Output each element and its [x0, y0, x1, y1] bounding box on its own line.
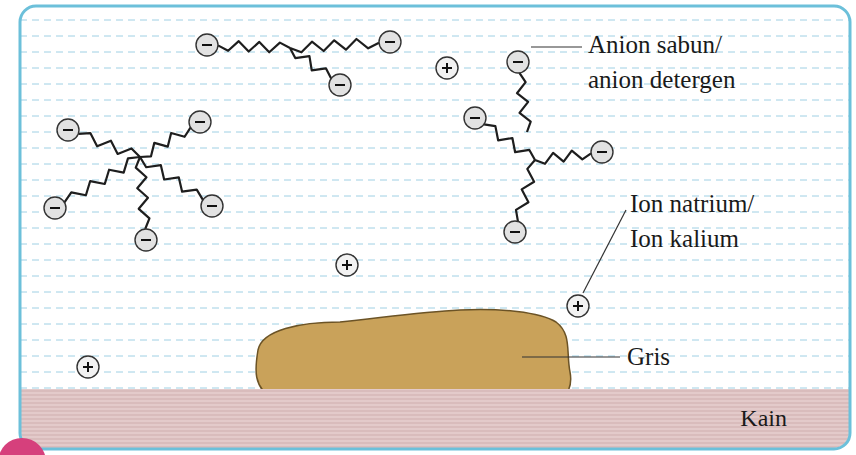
leader-line [531, 46, 582, 47]
minus-sign [202, 44, 212, 46]
ionic-head [329, 74, 351, 96]
plus-sign [83, 362, 93, 372]
anion-circle [507, 51, 529, 73]
ionic-head [507, 51, 529, 73]
ionic-head [591, 141, 613, 163]
ionic-head [464, 107, 486, 129]
water-line [20, 52, 850, 53]
minus-sign [513, 61, 523, 63]
anion-circle [591, 141, 613, 163]
anion-circle [189, 111, 211, 133]
water-line [20, 100, 850, 101]
minus-sign [63, 129, 73, 131]
cation-circle [77, 356, 99, 378]
hydrocarbon-tail [535, 151, 591, 164]
water-ground [20, 6, 850, 449]
cation-label: Ion natrium/ Ion kalium [630, 186, 780, 256]
water-line [20, 132, 850, 133]
anion-circle [379, 31, 401, 53]
anion-circle [329, 74, 351, 96]
cation [567, 295, 589, 317]
water-line [20, 308, 850, 309]
grease-label: Gris [627, 339, 747, 374]
minus-sign [141, 239, 151, 241]
anion-label: Anion sabun/ anion detergen [588, 27, 768, 97]
hydrocarbon-tail [218, 41, 290, 52]
anion-circle [44, 197, 66, 219]
cation-circle [567, 295, 589, 317]
anion-circle [57, 119, 79, 141]
plus-sign [442, 63, 452, 73]
ionic-head [201, 195, 223, 217]
water-line [20, 36, 850, 37]
soap-anions [44, 31, 613, 251]
water-line [20, 276, 850, 277]
water-line [20, 20, 850, 21]
ionic-head [57, 119, 79, 141]
ionic-head [196, 34, 218, 56]
minus-sign [50, 207, 60, 209]
anion-circle [135, 229, 157, 251]
plus-sign [573, 301, 583, 311]
anion-circle [201, 195, 223, 217]
ionic-head [189, 111, 211, 133]
cation [436, 57, 458, 79]
hydrocarbon-tail [78, 133, 140, 157]
anion-circle [464, 107, 486, 129]
water-line [20, 292, 850, 293]
panel-border [20, 6, 850, 449]
minus-sign [207, 205, 217, 207]
water-line [20, 116, 850, 117]
hydrocarbon-tail [484, 124, 535, 160]
cation-circle [336, 254, 358, 276]
anion-circle [504, 221, 526, 243]
hydrocarbon-tail [290, 39, 379, 52]
plus-sign [342, 260, 352, 270]
water-line [20, 148, 850, 149]
ionic-head [135, 229, 157, 251]
minus-sign [597, 151, 607, 153]
minus-sign [510, 231, 520, 233]
hydrocarbon-tail [136, 157, 150, 229]
cation [77, 356, 99, 378]
leader-line [522, 356, 620, 357]
hydrocarbon-tail [517, 73, 531, 132]
hydrocarbon-tail [140, 128, 190, 157]
hydrocarbon-tail [140, 157, 203, 200]
hydrocarbon-tail [64, 157, 140, 202]
minus-sign [385, 41, 395, 43]
minus-sign [335, 84, 345, 86]
cloth-label: Kain [740, 405, 787, 432]
sodium-ions [77, 57, 589, 378]
ionic-head [379, 31, 401, 53]
hydrocarbon-tail [516, 160, 535, 221]
cation-circle [436, 57, 458, 79]
hydrocarbon-tail [290, 48, 331, 78]
leader-lines [522, 47, 626, 357]
leader-line [583, 210, 626, 293]
ionic-head [44, 197, 66, 219]
anion-circle [196, 34, 218, 56]
ionic-head [504, 221, 526, 243]
minus-sign [470, 117, 480, 119]
cloth-band: Kain [21, 389, 849, 448]
minus-sign [195, 121, 205, 123]
water-line [20, 260, 850, 261]
cation [336, 254, 358, 276]
